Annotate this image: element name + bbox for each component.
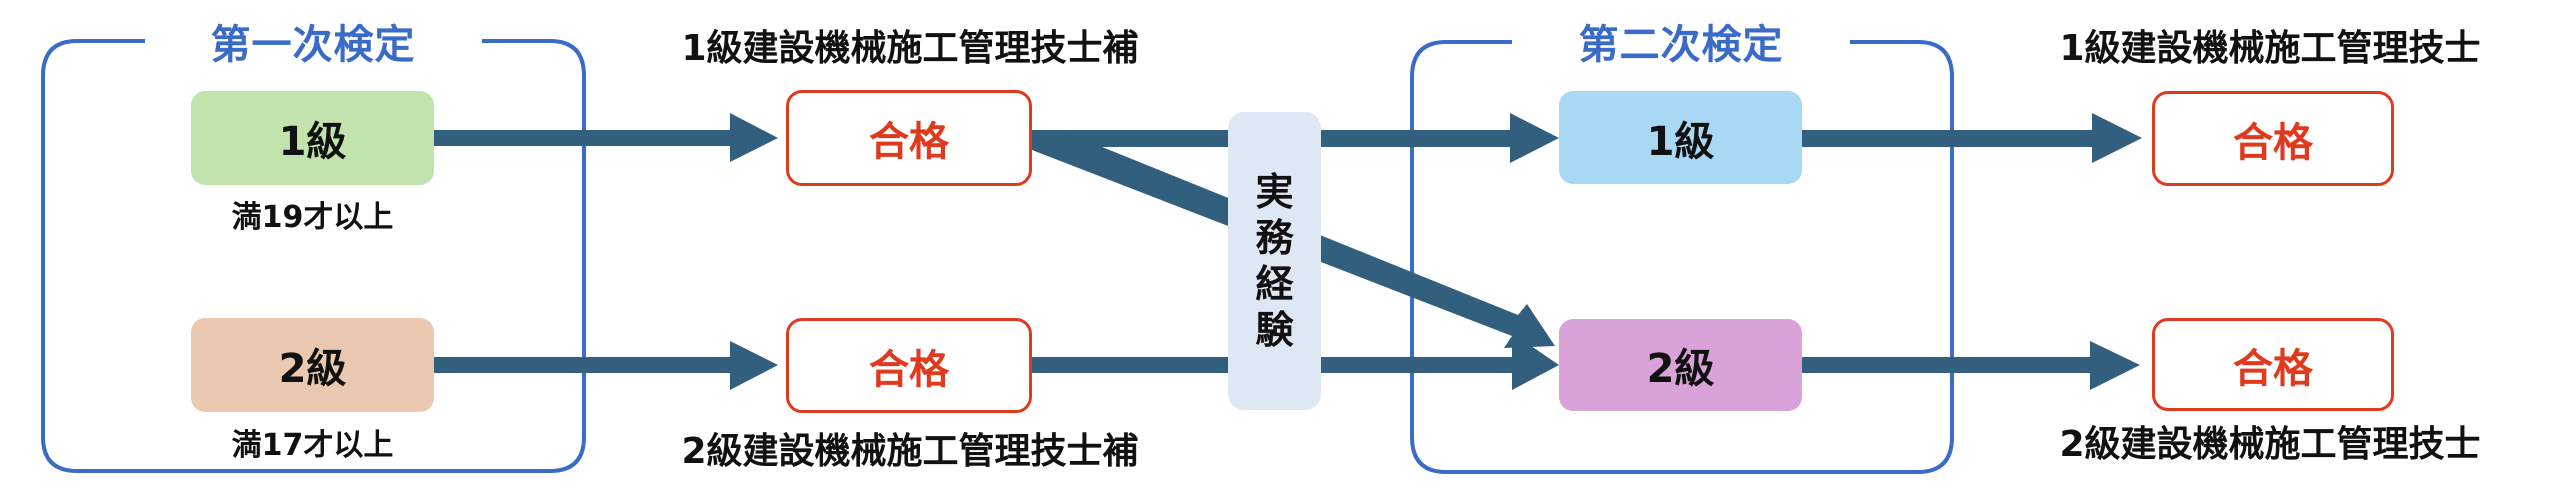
second-exam-level2-box: 2級 xyxy=(1559,319,1802,411)
first-exam-title: 第一次検定 xyxy=(210,22,416,68)
arrow-first-level1-to-pass xyxy=(434,113,778,162)
arrow-second-level2-to-pass xyxy=(1802,341,2140,390)
first-level1-qualification-label: 1級建設機械施工管理技士補 xyxy=(681,28,1139,69)
work-experience-char: 験 xyxy=(1255,308,1294,352)
work-experience-box: 実 務 経 験 xyxy=(1228,112,1321,410)
second-exam-title: 第二次検定 xyxy=(1578,22,1784,68)
second-exam-group-border xyxy=(1410,40,1954,474)
second-level2-pass-box: 合格 xyxy=(2152,318,2394,411)
first-level1-pass-box: 合格 xyxy=(786,90,1032,186)
second-exam-level1-box: 1級 xyxy=(1559,91,1802,184)
first-exam-level1-requirement: 満19才以上 xyxy=(231,200,394,235)
work-experience-char: 務 xyxy=(1255,216,1294,260)
first-level2-qualification-label: 2級建設機械施工管理技士補 xyxy=(681,431,1139,472)
second-level2-qualification-label: 2級建設機械施工管理技士 xyxy=(2059,424,2481,465)
work-experience-char: 経 xyxy=(1255,262,1294,306)
work-experience-char: 実 xyxy=(1255,170,1294,214)
first-exam-level1-box: 1級 xyxy=(191,91,434,185)
arrow-second-level1-to-pass xyxy=(1802,113,2142,163)
first-exam-group-border xyxy=(41,39,586,473)
first-level2-pass-box: 合格 xyxy=(786,318,1032,413)
second-level1-qualification-label: 1級建設機械施工管理技士 xyxy=(2059,28,2481,69)
arrow-first-level2-to-pass xyxy=(434,341,778,390)
first-exam-level2-requirement: 満17才以上 xyxy=(231,428,394,463)
second-level1-pass-box: 合格 xyxy=(2152,91,2394,186)
first-exam-level2-box: 2級 xyxy=(191,318,434,412)
